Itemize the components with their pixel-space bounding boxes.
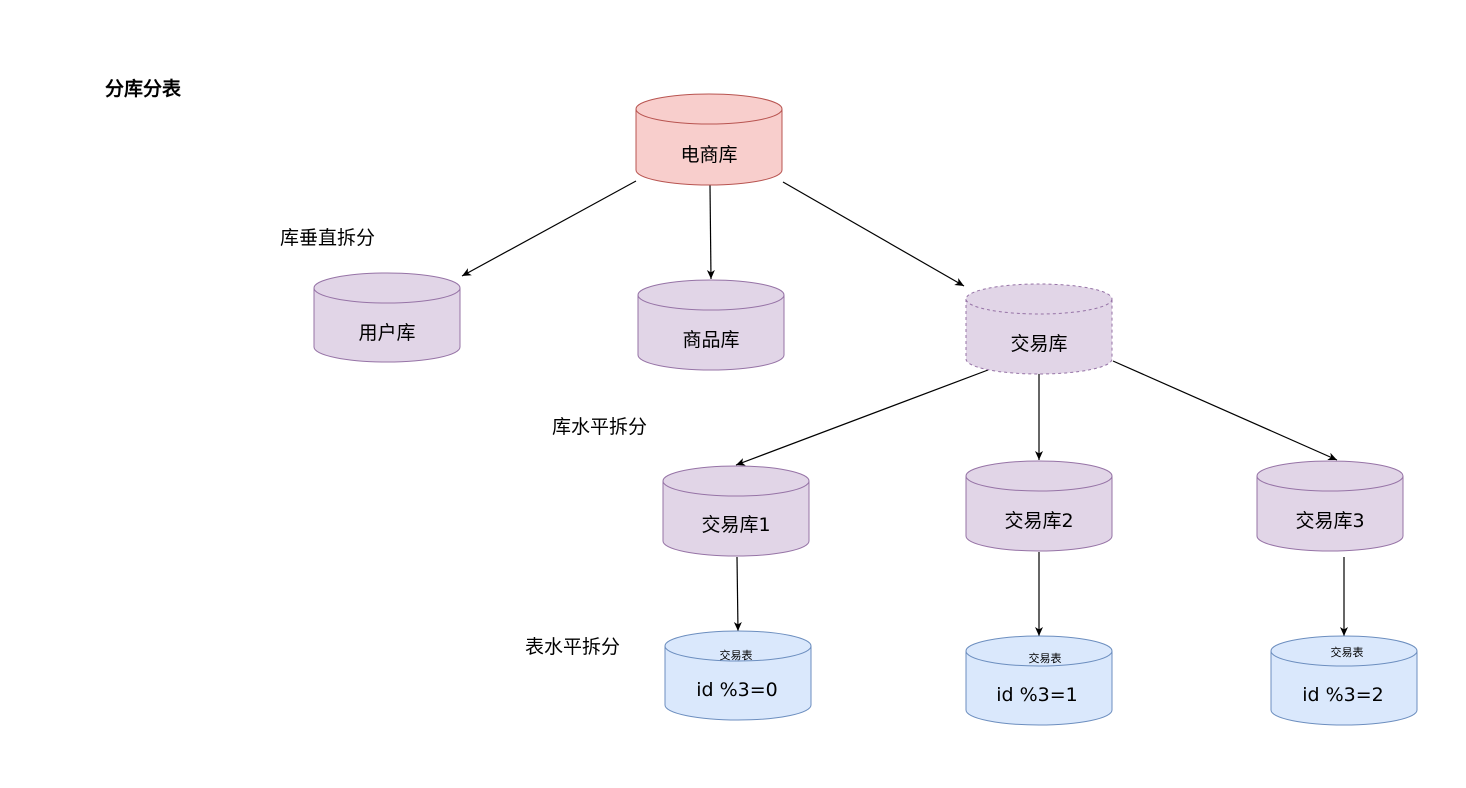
edge-ecommerce-to-product [706, 184, 715, 280]
edge-trade1-to-table0 [733, 556, 742, 632]
horizontal-table-split-label: 表水平拆分 [525, 636, 620, 658]
trade-table-2-name: 交易表 [1331, 645, 1364, 659]
ecommerce-db-label: 电商库 [680, 144, 737, 166]
edge-trade-to-trade1 [735, 369, 989, 466]
trade-table-0-label: id %3=0 [696, 679, 778, 701]
trade-db-1-cylinder[interactable]: 交易库1 [662, 465, 810, 557]
product-db-cylinder[interactable]: 商品库 [637, 279, 785, 371]
trade-db-3-cylinder[interactable]: 交易库3 [1256, 460, 1404, 552]
trade-table-0-name: 交易表 [720, 648, 753, 662]
trade-table-1-cylinder[interactable]: 交易表 id %3=1 [965, 635, 1113, 726]
trade-db-1-label: 交易库1 [701, 514, 770, 536]
ecommerce-db-cylinder[interactable]: 电商库 [635, 93, 783, 186]
trade-db-label: 交易库 [1010, 333, 1067, 355]
horizontal-db-split-label: 库水平拆分 [552, 416, 647, 438]
edges [461, 180, 1348, 636]
trade-table-2-label: id %3=2 [1302, 684, 1384, 706]
trade-table-2-cylinder[interactable]: 交易表 id %3=2 [1270, 635, 1418, 726]
user-db-cylinder[interactable]: 用户库 [313, 272, 461, 363]
edge-ecommerce-to-trade [782, 181, 965, 287]
product-db-label: 商品库 [682, 329, 739, 351]
trade-table-0-cylinder[interactable]: 交易表 id %3=0 [664, 630, 812, 721]
trade-table-1-label: id %3=1 [996, 684, 1078, 706]
diagram-title: 分库分表 [105, 77, 182, 100]
trade-db-3-label: 交易库3 [1295, 510, 1364, 532]
edge-ecommerce-to-user [461, 180, 637, 277]
vertical-db-split-label: 库垂直拆分 [280, 227, 375, 249]
nodes: 电商库 用户库 商品库 交易库 交易库1 [313, 93, 1418, 726]
trade-db-2-label: 交易库2 [1004, 510, 1073, 532]
user-db-label: 用户库 [358, 322, 415, 344]
trade-table-1-name: 交易表 [1029, 651, 1062, 665]
trade-db-2-cylinder[interactable]: 交易库2 [965, 460, 1113, 552]
trade-db-cylinder[interactable]: 交易库 [965, 283, 1113, 375]
edge-trade-to-trade3 [1112, 360, 1338, 461]
